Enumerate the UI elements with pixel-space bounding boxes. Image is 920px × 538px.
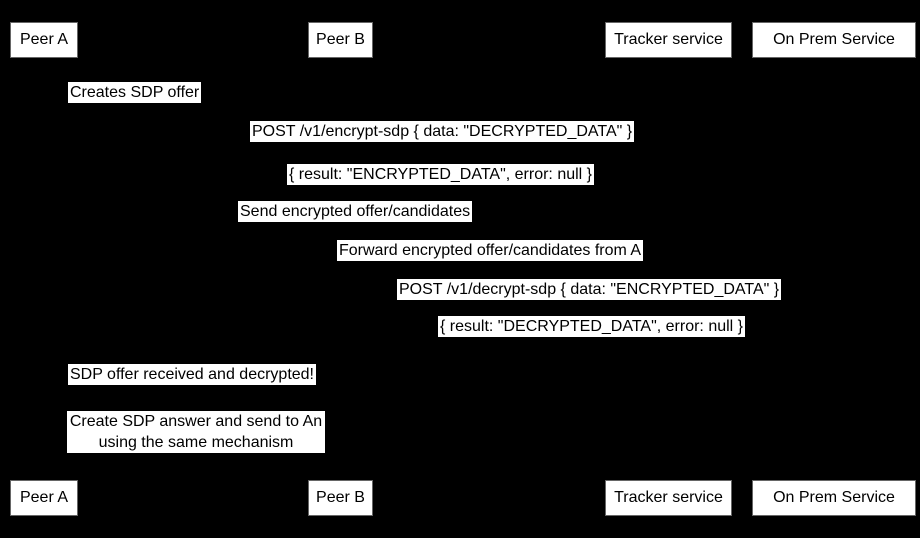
participant-tracker-service-top: Tracker service <box>605 22 732 58</box>
message-decrypt-result: { result: "DECRYPTED_DATA", error: null … <box>438 316 746 337</box>
message-post-decrypt-sdp: POST /v1/decrypt-sdp { data: "ENCRYPTED_… <box>397 279 782 300</box>
message-encrypt-result: { result: "ENCRYPTED_DATA", error: null … <box>287 164 595 185</box>
participant-peer-a-bottom: Peer A <box>10 480 78 516</box>
message-forward-encrypted-offer: Forward encrypted offer/candidates from … <box>337 240 644 261</box>
participant-peer-b-top: Peer B <box>308 22 373 58</box>
participant-tracker-service-bottom: Tracker service <box>605 480 732 516</box>
participant-peer-b-bottom: Peer B <box>308 480 373 516</box>
message-creates-sdp-offer: Creates SDP offer <box>68 82 202 103</box>
participant-peer-a-top: Peer A <box>10 22 78 58</box>
message-create-sdp-answer: Create SDP answer and send to An using t… <box>67 411 325 453</box>
message-post-encrypt-sdp: POST /v1/encrypt-sdp { data: "DECRYPTED_… <box>250 121 635 142</box>
participant-on-prem-service-top: On Prem Service <box>752 22 916 58</box>
participant-on-prem-service-bottom: On Prem Service <box>752 480 916 516</box>
message-send-encrypted-offer: Send encrypted offer/candidates <box>238 201 473 222</box>
message-sdp-offer-received: SDP offer received and decrypted! <box>68 364 316 385</box>
